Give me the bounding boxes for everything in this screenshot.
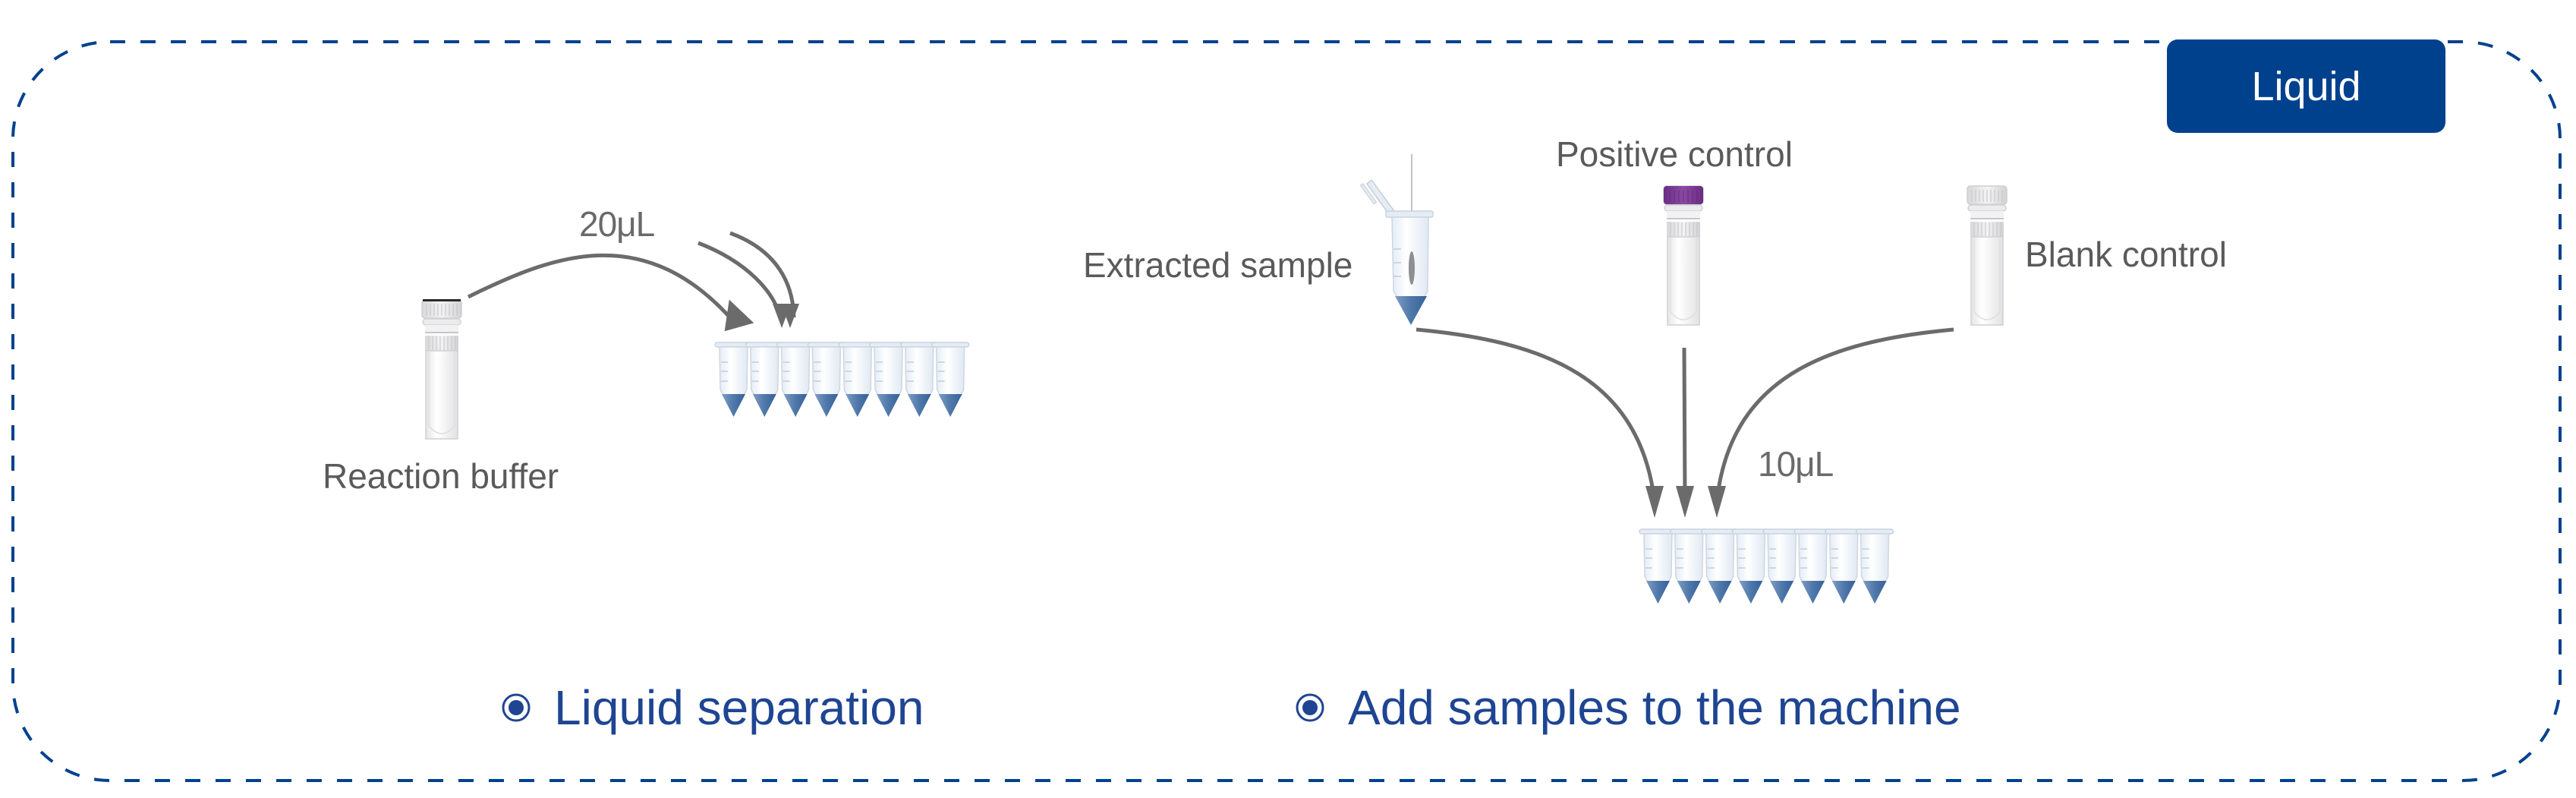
pcr-tube-icon — [1793, 528, 1832, 604]
arrowhead-sample — [1645, 486, 1664, 518]
pcr-tube-icon — [1731, 528, 1771, 604]
arrowhead-positive — [1676, 486, 1694, 518]
extracted-sample-label: Extracted sample — [1083, 245, 1353, 285]
arrowheads-left — [724, 299, 799, 332]
pcr-strip-right — [1639, 528, 1894, 604]
circled-dot-icon — [502, 693, 531, 722]
pcr-tube-icon — [1639, 528, 1677, 604]
volume-label-20ul: 20μL — [579, 204, 655, 244]
liquid-badge-label: Liquid — [2251, 63, 2361, 109]
arrowheads-right — [1645, 486, 1726, 518]
pcr-tube-icon — [931, 342, 970, 418]
arrow-sample-to-strip — [1416, 327, 1657, 502]
pcr-tube-icon — [776, 342, 815, 418]
pcr-tube-icon — [1855, 528, 1894, 604]
pcr-strip-left — [714, 342, 970, 418]
step-title-text: Liquid separation — [554, 680, 924, 735]
dashed-border — [11, 40, 2562, 782]
arrowhead-3 — [781, 304, 799, 328]
arrows-10ul — [1416, 327, 1954, 502]
step-title-text: Add samples to the machine — [1348, 680, 1961, 735]
arrowhead-blank — [1708, 486, 1726, 518]
arrowhead-1 — [724, 299, 754, 332]
extracted-sample-tube-icon — [1359, 154, 1434, 325]
pcr-tube-icon — [714, 342, 753, 418]
blank-control-label: Blank control — [2025, 235, 2227, 274]
pcr-tube-icon — [900, 342, 939, 418]
arrows-20ul — [467, 231, 796, 324]
pcr-tube-icon — [869, 342, 908, 418]
volume-label-10ul: 10μL — [1758, 444, 1834, 484]
pcr-tube-icon — [745, 342, 784, 418]
arrow-positive-to-strip — [1682, 347, 1687, 502]
arrow-buffer-to-strip — [467, 253, 736, 324]
pcr-tube-icon — [807, 342, 846, 418]
pcr-tube-icon — [1700, 528, 1740, 604]
step-title-liquid-separation: Liquid separation — [501, 680, 924, 736]
blank-control-tube-icon — [1967, 185, 2008, 326]
positive-control-tube-icon — [1663, 185, 1704, 326]
positive-control-label: Positive control — [1556, 134, 1793, 174]
reaction-buffer-tube-icon — [421, 299, 462, 440]
pcr-tube-icon — [1762, 528, 1801, 604]
pcr-tube-icon — [838, 342, 877, 418]
reaction-buffer-label: Reaction buffer — [323, 456, 559, 496]
arrow-blank-to-strip — [1715, 327, 1954, 502]
pcr-tube-icon — [1670, 528, 1708, 604]
circled-dot-icon — [1296, 693, 1324, 722]
liquid-badge: Liquid — [2167, 39, 2445, 133]
pcr-tube-icon — [1825, 528, 1863, 604]
step-title-add-samples: Add samples to the machine — [1295, 680, 1961, 736]
